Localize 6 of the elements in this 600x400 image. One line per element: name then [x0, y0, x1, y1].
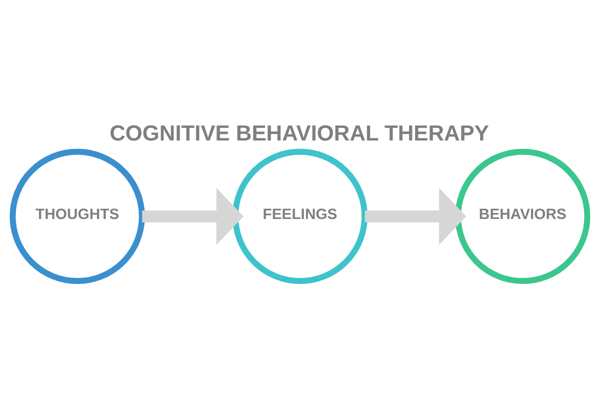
node-circle: FEELINGS: [232, 148, 368, 284]
diagram-title: COGNITIVE BEHAVIORAL THERAPY: [110, 120, 489, 145]
arrow: [142, 187, 244, 244]
arrow: [364, 187, 466, 244]
node-circle: THOUGHTS: [10, 148, 145, 284]
node-circle: BEHAVIORS: [455, 148, 590, 284]
